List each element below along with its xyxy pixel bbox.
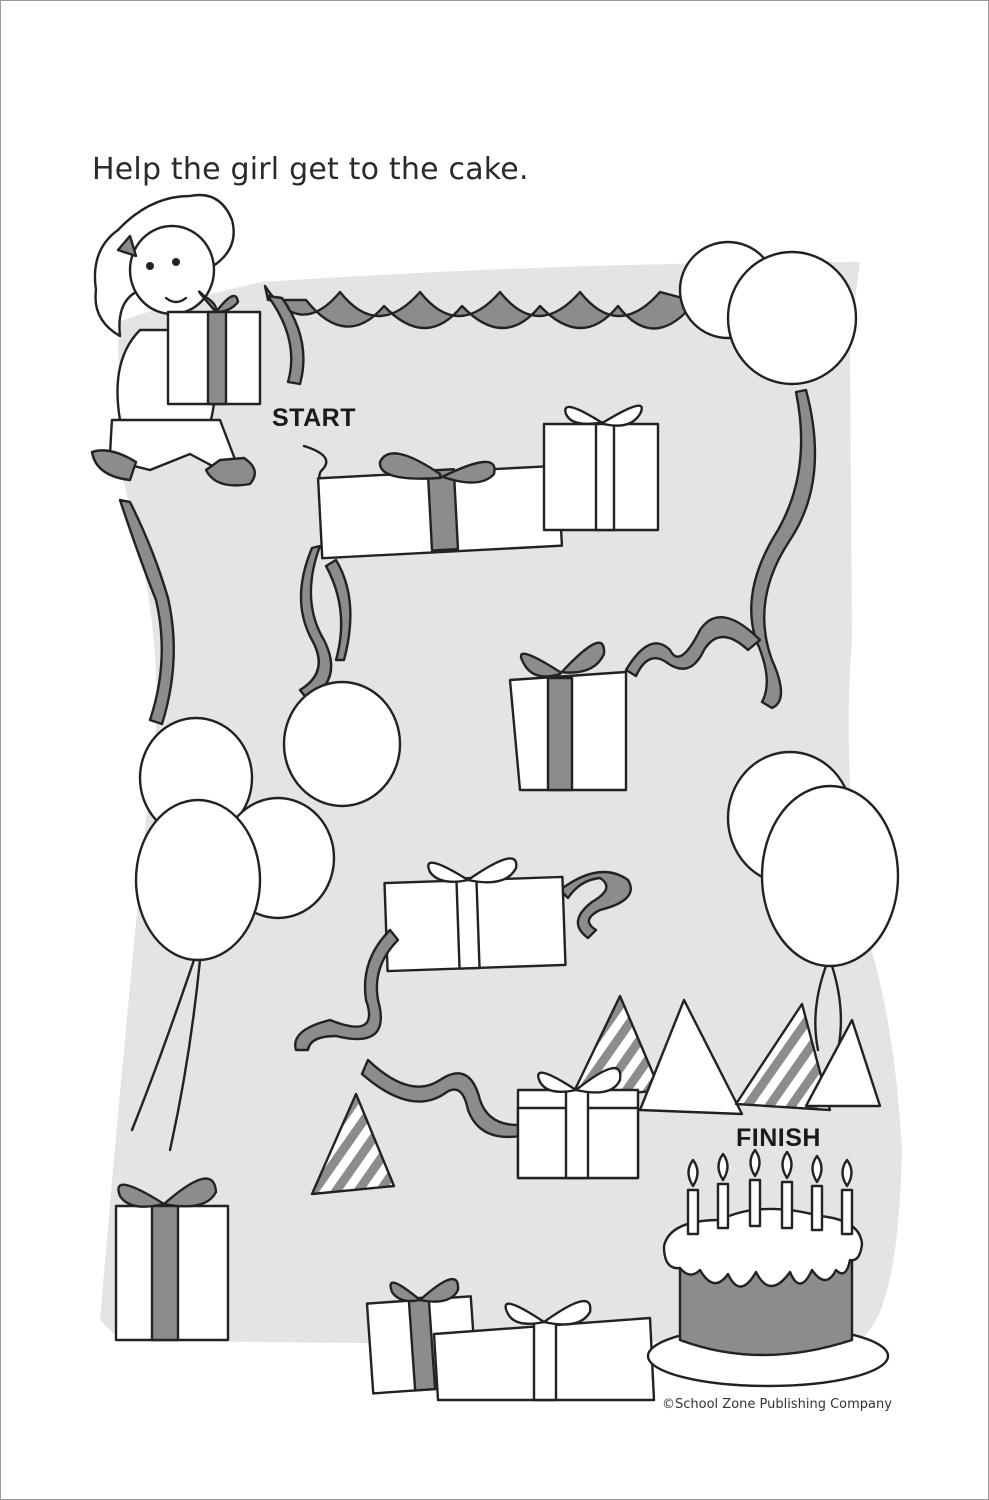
instruction-text: Help the girl get to the cake. (92, 152, 529, 187)
present-lower (516, 1066, 640, 1180)
party-hats (310, 994, 882, 1196)
girl-character (90, 193, 262, 487)
balloons-right (726, 750, 900, 1052)
birthday-cake (646, 1148, 890, 1388)
cake-candles (686, 1148, 854, 1236)
present-bottom-left (114, 1177, 230, 1342)
present-long (298, 444, 564, 702)
balloons-top-right (678, 240, 858, 710)
present-small-top (542, 404, 660, 532)
ribbon-left (118, 498, 175, 726)
presents-bottom-middle (365, 1277, 656, 1402)
balloons-left (130, 680, 402, 1152)
present-middle (508, 616, 762, 792)
finish-label: FINISH (736, 1124, 821, 1152)
start-label: START (272, 404, 356, 432)
present-wide (294, 857, 632, 1052)
copyright-text: ©School Zone Publishing Company (662, 1397, 892, 1412)
